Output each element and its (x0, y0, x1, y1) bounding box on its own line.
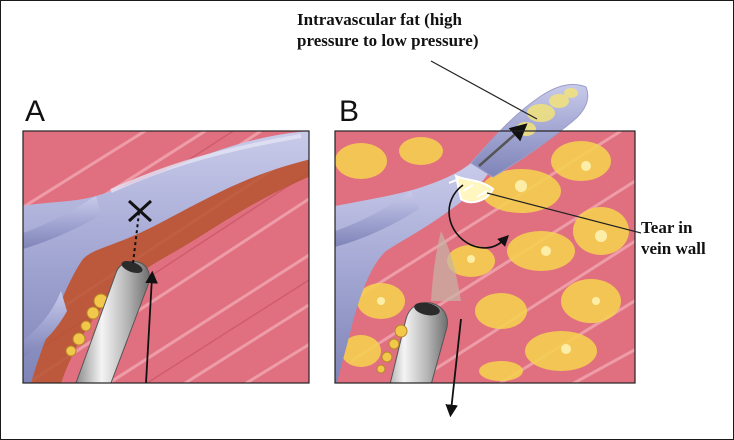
leader-line-tear (486, 192, 642, 234)
arrow-withdraw (445, 318, 462, 418)
callout-tear-line1: Tear in (641, 218, 693, 237)
arrow-fat-flow (478, 123, 528, 167)
cannula-b (389, 302, 448, 383)
callout-intravascular-fat: Intravascular fat (high pressure to low … (297, 9, 557, 51)
vein-tear (448, 174, 495, 204)
panel-b (334, 83, 636, 418)
callout-tear-vein-wall: Tear in vein wall (641, 217, 731, 259)
vein-a (23, 131, 309, 383)
panel-label-b: B (339, 95, 360, 128)
panel-label-a: A (25, 95, 46, 128)
callout-fat-line1: Intravascular fat (high (297, 10, 462, 29)
cannula-path-dotted (132, 212, 140, 264)
puncture-x-mark (127, 199, 153, 223)
arrow-tear-curve (448, 184, 509, 249)
blood-halo-a (23, 141, 309, 383)
callout-tear-line2: vein wall (641, 239, 706, 258)
leader-line-fat (430, 60, 538, 120)
arrow-advance (145, 270, 158, 383)
callout-fat-line2: pressure to low pressure) (297, 31, 479, 50)
panel-a (22, 130, 310, 384)
